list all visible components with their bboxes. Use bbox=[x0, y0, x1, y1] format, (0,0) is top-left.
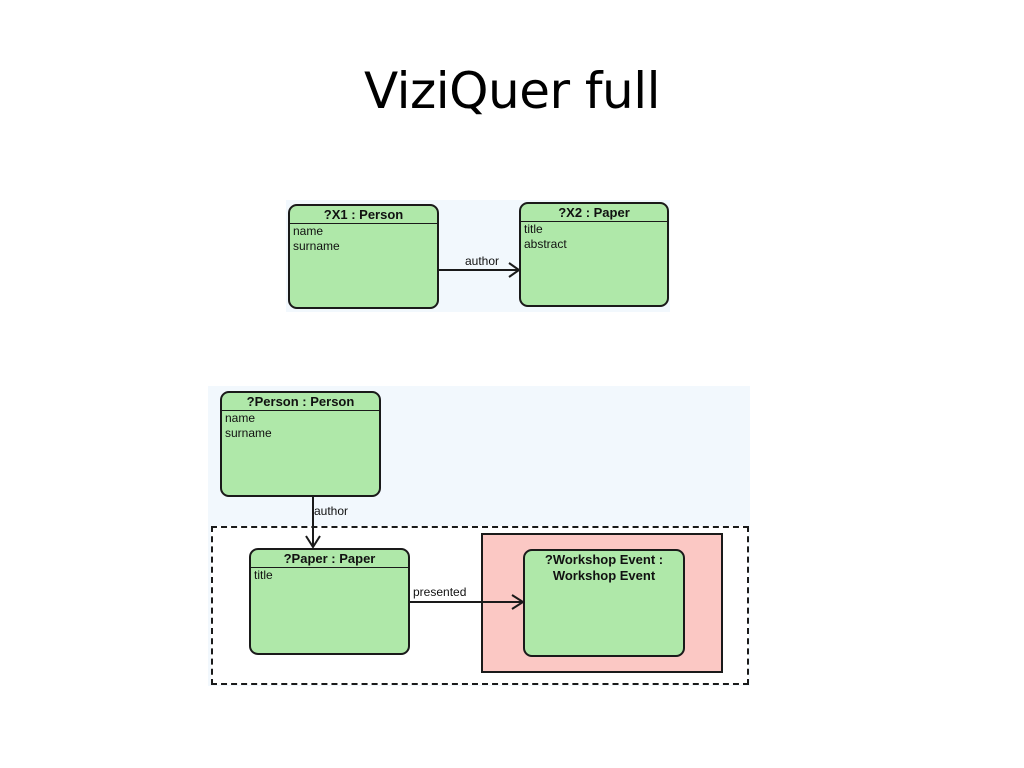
node-attribute: name bbox=[225, 411, 256, 425]
diagram1-node-x1-person[interactable]: ?X1 : Person name surname bbox=[288, 204, 439, 309]
node-attribute: title bbox=[254, 568, 273, 582]
diagram2-edge-label-author: author bbox=[314, 504, 349, 518]
diagram2-node-paper[interactable]: ?Paper : Paper title bbox=[249, 548, 410, 655]
node-attribute: surname bbox=[293, 239, 340, 253]
node-attribute: surname bbox=[225, 426, 272, 440]
diagram2-arrowhead-author bbox=[305, 535, 321, 549]
diagram2-node-person[interactable]: ?Person : Person name surname bbox=[220, 391, 381, 497]
diagram2-node-workshop-event[interactable]: ?Workshop Event : Workshop Event bbox=[523, 549, 685, 657]
diagram2-arrowhead-presented bbox=[511, 594, 525, 610]
diagram1-node-x2-paper[interactable]: ?X2 : Paper title abstract bbox=[519, 202, 669, 307]
node-header-line1: ?Workshop Event : bbox=[544, 552, 664, 567]
diagram1-edge-label-author: author bbox=[465, 254, 500, 268]
node-header-line2: Workshop Event bbox=[552, 568, 656, 583]
node-attribute: abstract bbox=[524, 237, 567, 251]
diagram1-arrowhead bbox=[508, 262, 521, 278]
node-attribute: title bbox=[524, 222, 543, 236]
diagram2-edge-label-presented: presented bbox=[413, 585, 467, 599]
node-attribute: name bbox=[293, 224, 324, 238]
node-header: ?Paper : Paper bbox=[251, 550, 408, 568]
slide-title: ViziQuer full bbox=[364, 62, 660, 120]
node-header: ?Person : Person bbox=[222, 393, 379, 411]
node-header: ?X1 : Person bbox=[290, 206, 437, 224]
node-header: ?X2 : Paper bbox=[521, 204, 667, 222]
